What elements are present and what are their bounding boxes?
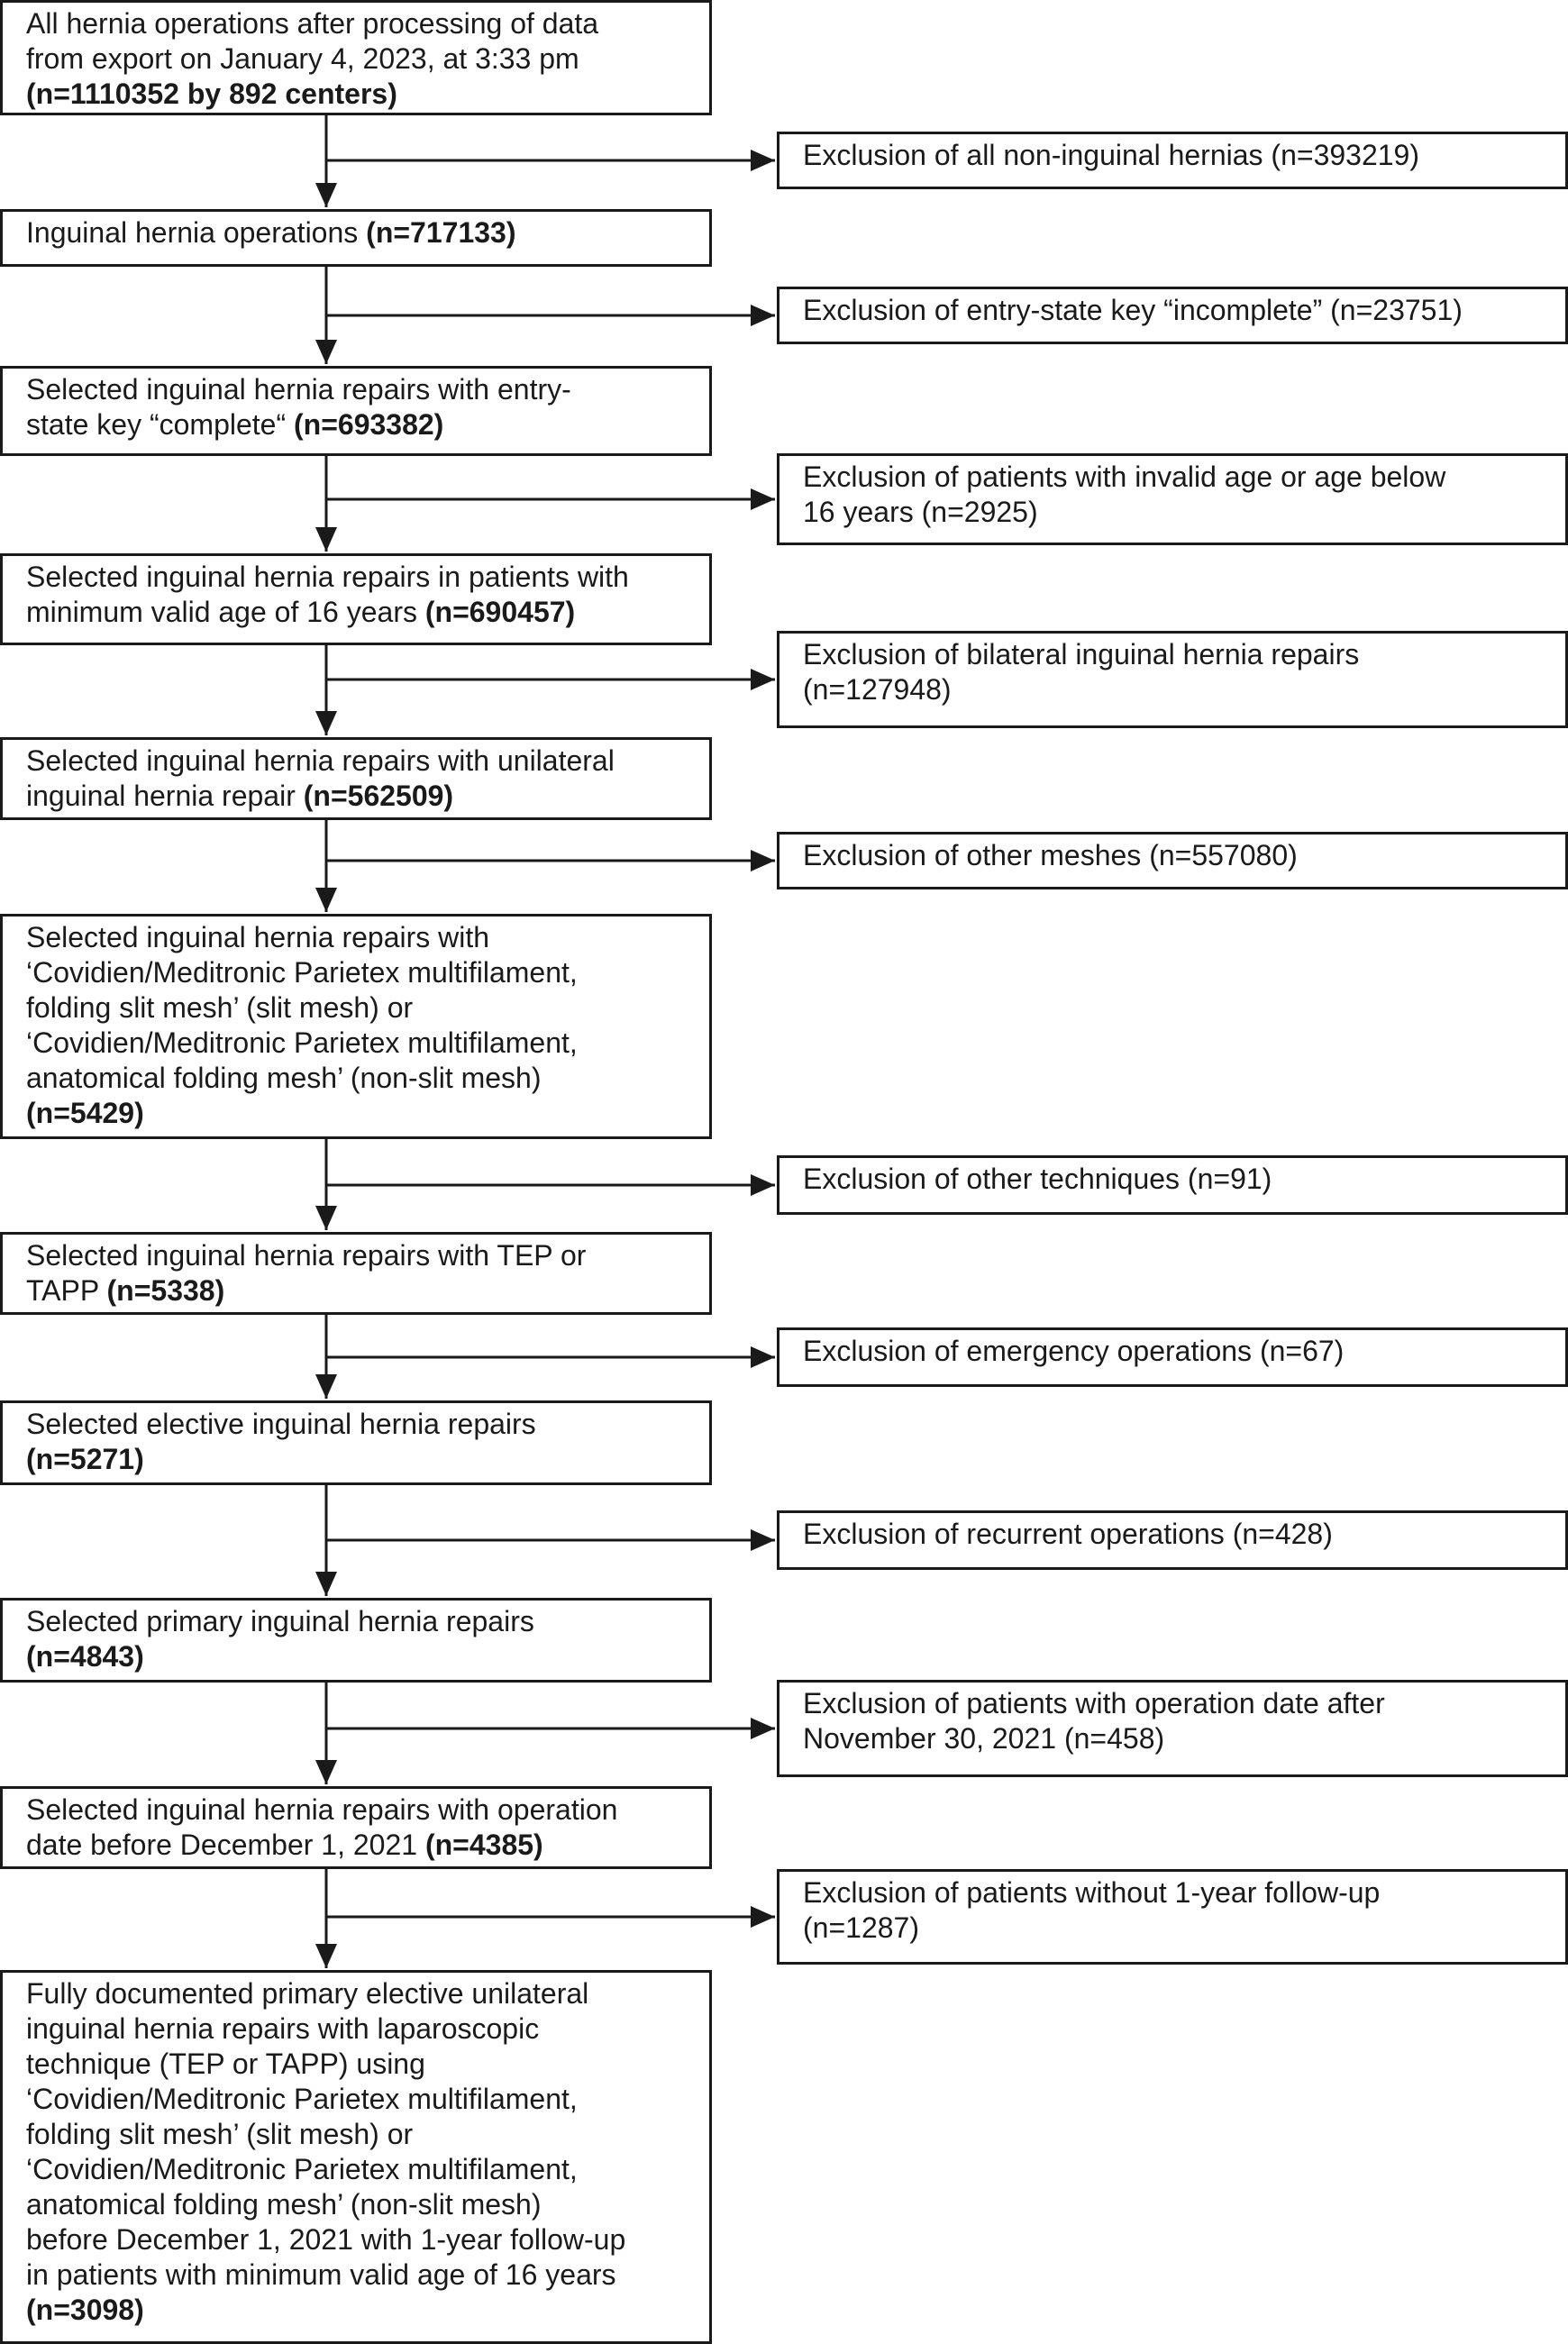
box-text-line: 16 years (n=2925) [803,496,1038,528]
box-text-line: Exclusion of emergency operations (n=67) [803,1335,1345,1367]
count-label: (n=717133) [366,216,516,249]
count-label: (n=1110352 by 892 centers) [26,78,397,110]
box-text-line: state key “complete“ (n=693382) [26,408,444,441]
count-label: (n=690457) [424,596,576,628]
box-text-line: from export on January 4, 2023, at 3:33 … [26,42,579,75]
count-label: (n=562509) [303,780,454,812]
box-text-line: Inguinal hernia operations (n=717133) [26,216,516,249]
exclusion-box-3: Exclusion of patients with invalid age o… [777,453,1568,545]
box-text-line: date before December 1, 2021 (n=4385) [26,1829,543,1861]
box-text-line: Exclusion of entry-state key “incomplete… [803,294,1463,326]
box-text-line: Selected inguinal hernia repairs with TE… [26,1239,587,1272]
step-box-6: Selected inguinal hernia repairs with‘Co… [0,914,712,1139]
box-text-line: All hernia operations after processing o… [26,7,599,40]
count-label: (n=4385) [424,1829,543,1861]
step-box-10: Selected inguinal hernia repairs with op… [0,1786,712,1869]
box-text-line: ‘Covidien/Meditronic Parietex multifilam… [26,956,578,989]
step-box-5: Selected inguinal hernia repairs with un… [0,737,712,820]
exclusion-box-2: Exclusion of entry-state key “incomplete… [777,287,1568,344]
count-label: (n=5271) [26,1443,144,1475]
count-label: (n=3098) [26,2294,144,2326]
count-label: (n=4843) [26,1640,144,1673]
box-text-line: inguinal hernia repairs with laparoscopi… [26,2012,540,2045]
box-text-line: folding slit mesh’ (slit mesh) or [26,2118,414,2150]
box-text-line: in patients with minimum valid age of 16… [26,2258,616,2291]
box-text-line: Selected elective inguinal hernia repair… [26,1408,536,1440]
count-label: (n=693382) [294,408,444,441]
exclusion-box-6: Exclusion of other techniques (n=91) [777,1155,1568,1215]
box-text-line: ‘Covidien/Meditronic Parietex multifilam… [26,2083,578,2115]
box-text-line: TAPP (n=5338) [26,1274,225,1307]
exclusion-box-5: Exclusion of other meshes (n=557080) [777,832,1568,889]
box-text-line: anatomical folding mesh’ (non-slit mesh) [26,2188,542,2221]
exclusion-box-9: Exclusion of patients with operation dat… [777,1680,1568,1777]
box-text-line: anatomical folding mesh’ (non-slit mesh) [26,1062,542,1094]
box-text-line: technique (TEP or TAPP) using [26,2048,425,2080]
step-box-8: Selected elective inguinal hernia repair… [0,1400,712,1485]
step-box-2: Inguinal hernia operations (n=717133) [0,209,712,267]
box-text-line: ‘Covidien/Meditronic Parietex multifilam… [26,1026,578,1059]
box-text-line: (n=1287) [803,1911,919,1944]
box-text-line: Exclusion of other meshes (n=557080) [803,839,1298,871]
box-text-line: Exclusion of other techniques (n=91) [803,1163,1272,1195]
box-text-line: Selected inguinal hernia repairs with un… [26,744,615,777]
step-box-11: Fully documented primary elective unilat… [0,1970,712,2344]
box-text-line: Selected primary inguinal hernia repairs [26,1605,534,1637]
box-text-line: Fully documented primary elective unilat… [26,1977,589,2010]
box-text-line: Selected inguinal hernia repairs in pati… [26,561,629,593]
box-text-line: folding slit mesh’ (slit mesh) or [26,991,414,1024]
count-label: (n=5429) [26,1097,144,1129]
box-text-line: inguinal hernia repair (n=562509) [26,780,454,812]
box-text-line: minimum valid age of 16 years (n=690457) [26,596,576,628]
box-text-line: Exclusion of patients with operation dat… [803,1687,1385,1719]
box-text-line: before December 1, 2021 with 1-year foll… [26,2223,626,2256]
step-box-1: All hernia operations after processing o… [0,0,712,115]
step-box-7: Selected inguinal hernia repairs with TE… [0,1232,712,1315]
step-box-9: Selected primary inguinal hernia repairs… [0,1598,712,1683]
step-box-3: Selected inguinal hernia repairs with en… [0,366,712,456]
box-text-line: Selected inguinal hernia repairs with en… [26,373,571,406]
box-text-line: Exclusion of recurrent operations (n=428… [803,1518,1333,1550]
exclusion-box-4: Exclusion of bilateral inguinal hernia r… [777,631,1568,728]
box-text-line: (n=127948) [803,673,952,706]
box-text-line: Selected inguinal hernia repairs with [26,921,490,953]
exclusion-box-7: Exclusion of emergency operations (n=67) [777,1327,1568,1387]
count-label: (n=5338) [106,1274,225,1307]
box-text-line: Selected inguinal hernia repairs with op… [26,1793,618,1826]
box-text-line: Exclusion of patients without 1-year fol… [803,1876,1381,1909]
box-text-line: ‘Covidien/Meditronic Parietex multifilam… [26,2153,578,2185]
box-text-line: Exclusion of bilateral inguinal hernia r… [803,638,1360,670]
box-text-line: Exclusion of patients with invalid age o… [803,461,1446,493]
box-text-line: November 30, 2021 (n=458) [803,1722,1165,1755]
box-text-line: Exclusion of all non-inguinal hernias (n… [803,139,1419,171]
step-box-4: Selected inguinal hernia repairs in pati… [0,553,712,645]
exclusion-box-8: Exclusion of recurrent operations (n=428… [777,1510,1568,1570]
exclusion-box-10: Exclusion of patients without 1-year fol… [777,1869,1568,1965]
exclusion-box-1: Exclusion of all non-inguinal hernias (n… [777,132,1568,189]
